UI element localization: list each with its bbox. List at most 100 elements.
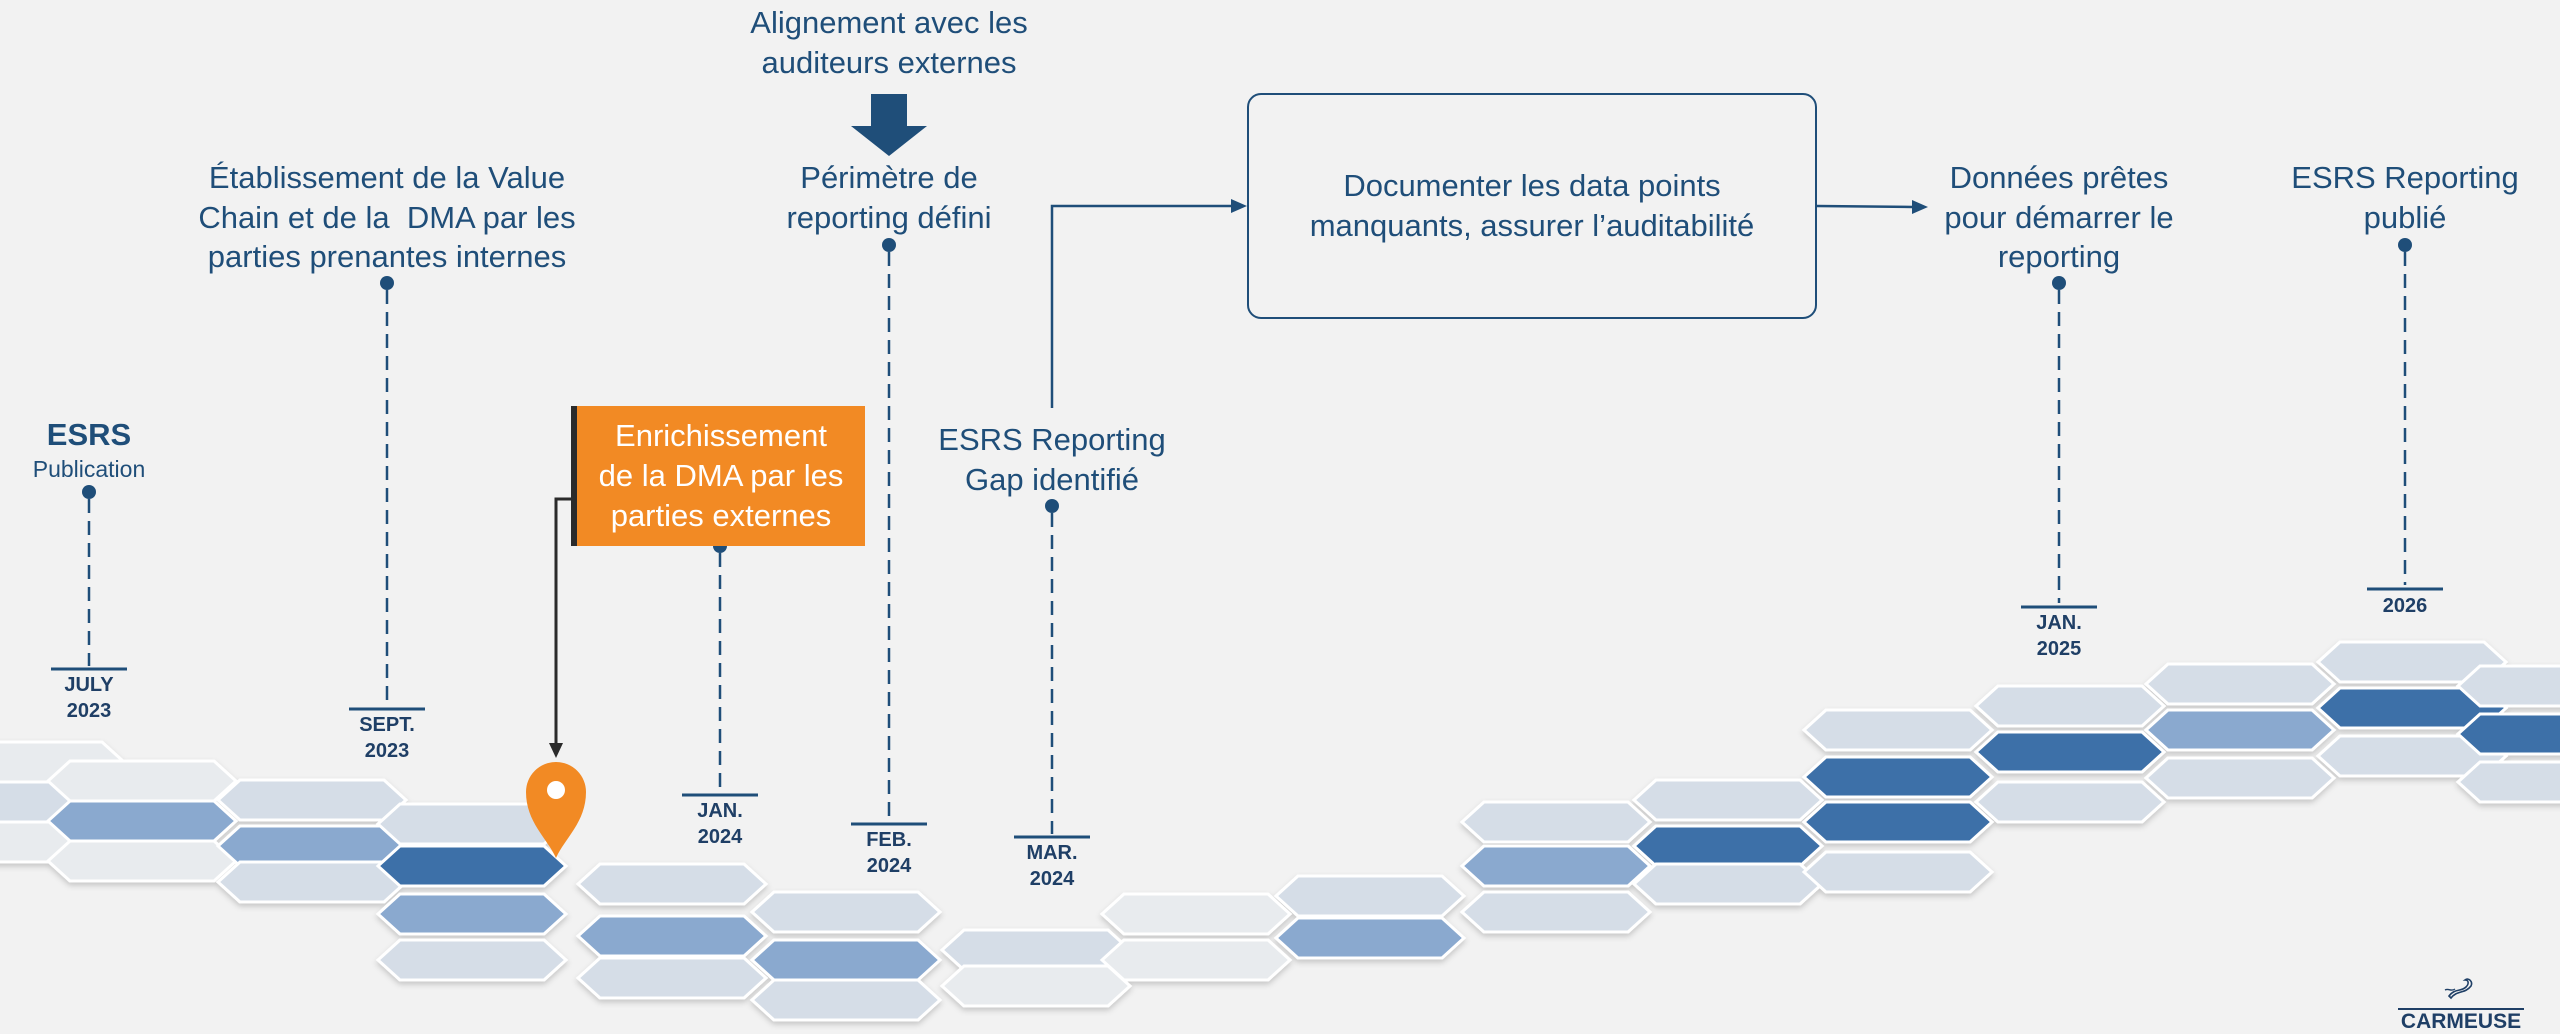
hexagon-tile: [1801, 755, 1995, 799]
location-pin-icon: [526, 762, 586, 858]
hexagon-tile: [375, 844, 569, 888]
hexagon-tile: [749, 978, 943, 1022]
hexagon-tile: [1459, 844, 1653, 888]
milestone-line: Enrichissement: [615, 418, 827, 454]
hexagon-tile: [2455, 712, 2560, 756]
carmeuse-logo: CARMEUSE: [2398, 972, 2524, 1034]
date-month: JULY: [64, 674, 114, 696]
hexagon-tile: [2315, 640, 2509, 684]
milestone-esrs-publication: ESRS Publication: [9, 415, 169, 484]
hexagon-tile: [575, 956, 769, 1000]
milestone-perimetre: Périmètre de reporting défini: [719, 158, 1059, 237]
date-feb-2024: FEB. 2024: [829, 827, 949, 879]
stem-esrs-publication: [51, 485, 127, 671]
date-july-2023: JULY 2023: [29, 672, 149, 724]
stem-publie: [2367, 238, 2443, 591]
date-jan-2025: JAN. 2025: [1999, 610, 2119, 662]
milestone-line: parties externes: [610, 497, 832, 533]
date-year: 2026: [2382, 595, 2428, 617]
hexagon-tile: [2455, 760, 2560, 804]
milestone-line: auditeurs externes: [761, 44, 1017, 80]
gap-to-box-connector: [1050, 199, 1247, 408]
milestone-line: ESRS Reporting: [938, 422, 1166, 457]
milestone-line: ESRS Reporting: [2291, 160, 2519, 195]
date-month: SEPT.: [359, 714, 415, 736]
date-month: JAN.: [2036, 612, 2082, 634]
milestone-enrichissement: Enrichissement de la DMA par les parties…: [571, 406, 865, 546]
milestone-line: Données prêtes: [1949, 160, 2169, 195]
date-year: 2023: [66, 700, 112, 722]
hexagon-tile: [2143, 756, 2337, 800]
down-arrow-icon: [851, 94, 927, 156]
milestone-line: pour démarrer le: [1944, 199, 2174, 235]
milestone-line: Gap identifié: [964, 461, 1140, 497]
hexagon-tile: [2315, 686, 2509, 730]
stem-value-chain: [349, 276, 425, 711]
stem-gap: [1014, 499, 1090, 839]
hexagon-tile: [1099, 892, 1293, 936]
date-year: 2024: [1029, 868, 1075, 890]
milestone-line: de la DMA par les: [598, 458, 844, 494]
milestone-alignement: Alignement avec les auditeurs externes: [699, 3, 1079, 82]
hexagon-tile: [215, 778, 409, 822]
date-mar-2024: MAR. 2024: [992, 840, 1112, 892]
milestone-publie: ESRS Reporting publié: [2265, 158, 2545, 237]
hexagon-tile: [375, 938, 569, 982]
box-to-donnees-connector: [1816, 200, 1928, 214]
hexagon-tile: [2315, 734, 2509, 778]
date-year: 2024: [697, 826, 743, 848]
date-year: 2024: [866, 855, 912, 877]
hexagon-tile: [749, 890, 943, 934]
milestone-line: Périmètre de: [800, 160, 978, 195]
hexagon-tile: [1459, 800, 1653, 844]
stem-perimetre: [851, 238, 927, 826]
date-year: 2025: [2036, 638, 2082, 660]
milestone-line: reporting: [1997, 239, 2121, 275]
hexagon-tile: [1273, 874, 1467, 918]
milestone-line: reporting défini: [786, 199, 992, 235]
milestone-donnees: Données prêtes pour démarrer le reportin…: [1899, 158, 2219, 277]
esrs-subtitle: Publication: [32, 455, 146, 482]
date-2026: 2026: [2345, 593, 2465, 619]
hexagon-tile: [1273, 916, 1467, 960]
hexagon-tile: [1973, 684, 2167, 728]
hexagon-tile: [1801, 800, 1995, 844]
hexagon-tile: [2455, 664, 2560, 708]
esrs-title: ESRS: [46, 417, 132, 452]
milestone-line: Documenter les data points: [1343, 168, 1721, 204]
hexagon-tile: [1973, 730, 2167, 774]
stem-donnees: [2021, 276, 2097, 609]
date-month: MAR.: [1026, 842, 1078, 864]
hexagon-tile: [1459, 890, 1653, 934]
milestone-line: parties prenantes internes: [207, 239, 567, 275]
date-month: FEB.: [866, 829, 912, 851]
milestone-line: Chain et de la DMA par les: [198, 199, 576, 235]
milestone-line: publié: [2363, 199, 2447, 235]
milestone-line: Alignement avec les: [750, 5, 1028, 40]
hexagon-tile: [575, 914, 769, 958]
hexagon-tile: [939, 964, 1133, 1008]
swan-icon: [2398, 972, 2524, 1008]
hexagon-tile: [2143, 708, 2337, 752]
documenter-box: Documenter les data points manquants, as…: [1247, 93, 1817, 319]
orange-to-pin-connector: [549, 497, 571, 758]
milestone-line: manquants, assurer l’auditabilité: [1309, 208, 1755, 243]
hexagon-tile: [575, 862, 769, 906]
date-jan-2024: JAN. 2024: [660, 798, 780, 850]
hexagon-tile: [1801, 850, 1995, 894]
hexagon-tile: [1099, 938, 1293, 982]
milestone-gap: ESRS Reporting Gap identifié: [892, 420, 1212, 499]
logo-text: CARMEUSE: [2398, 1008, 2524, 1034]
date-year: 2023: [364, 740, 410, 762]
hexagon-tile: [375, 892, 569, 936]
milestone-line: Établissement de la Value: [208, 160, 566, 195]
hexagon-tile: [1973, 780, 2167, 824]
date-sept-2023: SEPT. 2023: [327, 712, 447, 764]
date-month: JAN.: [697, 800, 743, 822]
hexagon-tile: [1631, 778, 1825, 822]
milestone-value-chain: Établissement de la Value Chain et de la…: [167, 158, 607, 277]
hexagon-tile: [1801, 708, 1995, 752]
